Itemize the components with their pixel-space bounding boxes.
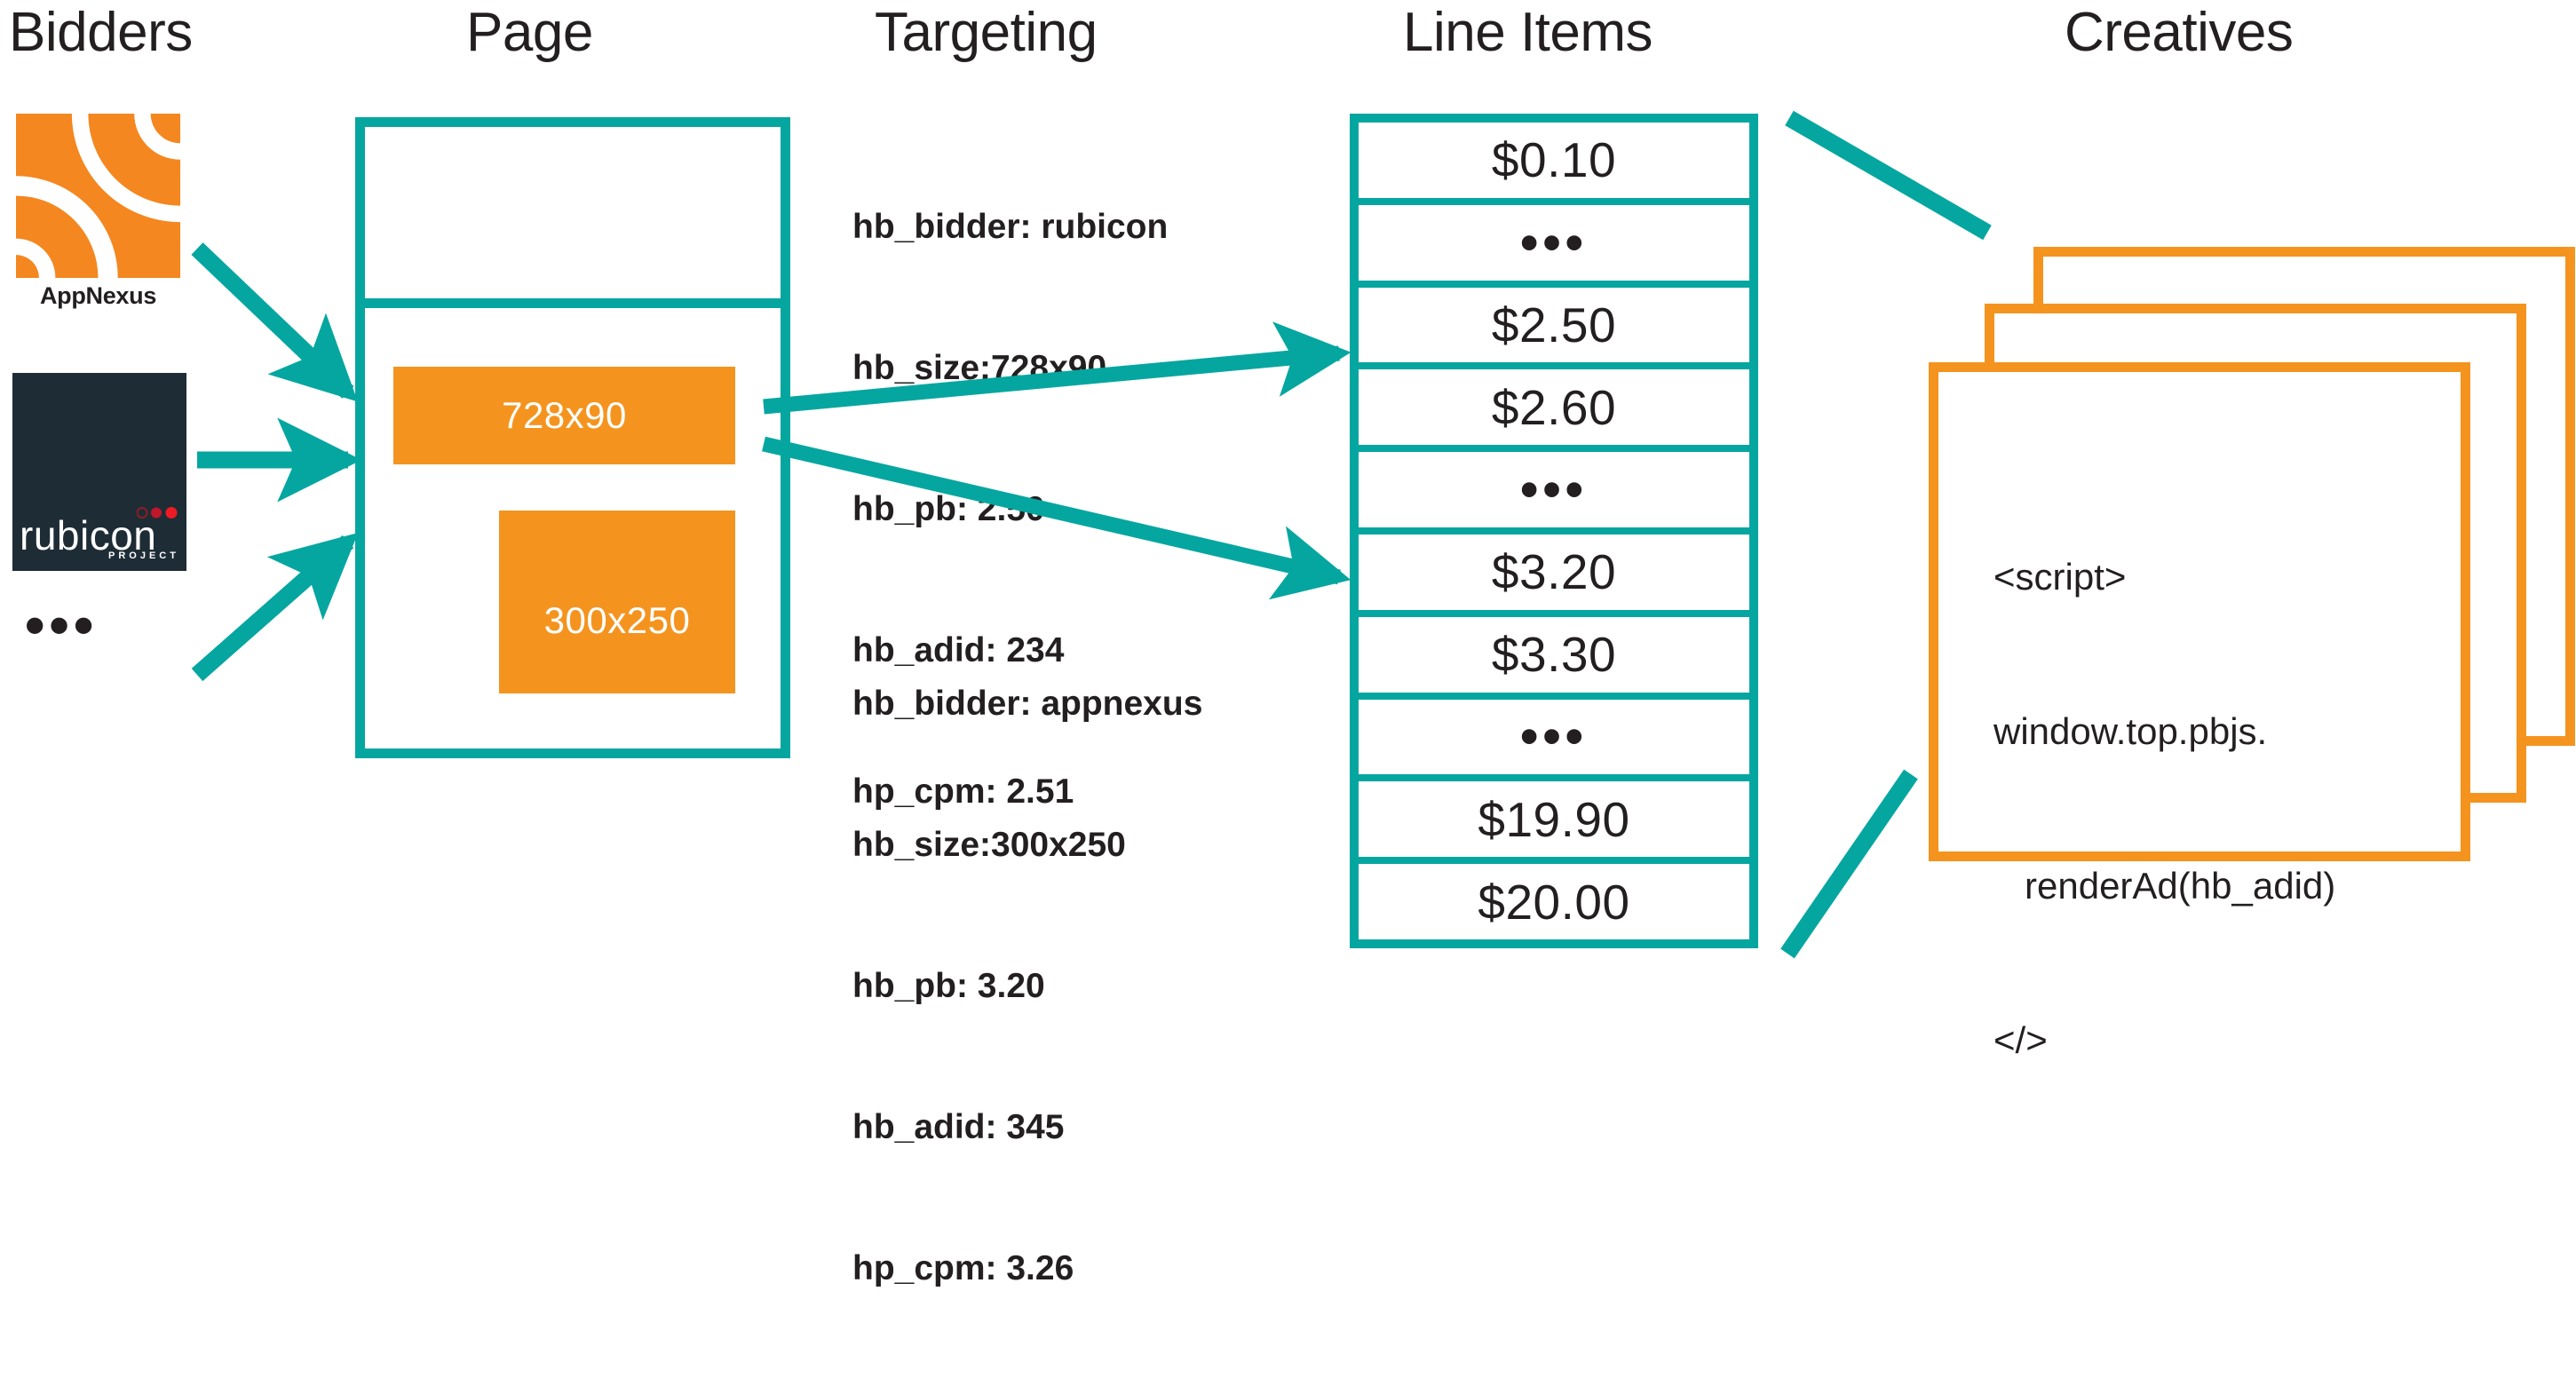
- column-header-targeting: Targeting: [875, 2, 1098, 63]
- line-item-row[interactable]: $19.90: [1359, 781, 1749, 865]
- rubicon-project-subtext: PROJECT: [108, 550, 179, 561]
- arrow-more-bidders-to-page: [191, 532, 359, 682]
- creative-code-line: window.top.pbjs.: [1993, 710, 2268, 752]
- column-header-bidders: Bidders: [9, 2, 193, 63]
- connector-lineitems-to-creatives-top: [1785, 110, 1992, 241]
- creative-code-line: renderAd(hb_adid): [1993, 865, 2336, 907]
- creative-script-snippet: <script> window.top.pbjs. renderAd(hb_ad…: [1993, 448, 2335, 1169]
- rubicon-project-logo-icon: rubicon PROJECT: [12, 373, 186, 571]
- line-items-table: $0.10 ••• $2.50 $2.60 ••• $3.20 $3.30 ••…: [1350, 114, 1758, 948]
- targeting-line: hp_cpm: 2.51: [852, 772, 1074, 811]
- rubicon-wordmark: rubicon: [20, 512, 157, 558]
- line-item-row[interactable]: $2.60: [1359, 369, 1749, 453]
- targeting-line: hp_cpm: 3.26: [852, 1249, 1074, 1287]
- bidders-more-indicator: •••: [25, 593, 99, 657]
- line-item-row[interactable]: $0.10: [1359, 123, 1749, 205]
- targeting-line: hb_adid: 345: [852, 1108, 1065, 1146]
- line-item-row: •••: [1359, 205, 1749, 288]
- targeting-line: hb_pb: 2.50: [852, 490, 1045, 528]
- column-header-page: Page: [466, 2, 593, 63]
- targeting-line: hb_size:300x250: [852, 826, 1126, 864]
- column-header-line-items: Line Items: [1403, 2, 1653, 63]
- creative-code-line: </>: [1993, 1019, 2048, 1061]
- targeting-line: hb_adid: 234: [852, 631, 1065, 669]
- appnexus-logo-icon: [16, 114, 180, 278]
- connector-lineitems-to-creatives-bottom: [1780, 769, 1918, 959]
- targeting-keyvalues-appnexus: hb_bidder: appnexus hb_size:300x250 hb_p…: [852, 586, 1202, 1386]
- diagram-canvas: Bidders Page Targeting Line Items Creati…: [9, 2, 2575, 1287]
- line-item-row[interactable]: $3.20: [1359, 535, 1749, 617]
- creative-card-front[interactable]: [1929, 362, 2470, 861]
- line-item-row: •••: [1359, 452, 1749, 535]
- line-item-row[interactable]: $20.00: [1478, 874, 1630, 930]
- column-header-creatives: Creatives: [2065, 2, 2294, 63]
- page-header-divider: [355, 298, 790, 308]
- ad-slot-leaderboard[interactable]: 728x90: [393, 367, 735, 464]
- ad-slot-medium-rectangle[interactable]: 300x250: [499, 511, 735, 693]
- targeting-line: hb_bidder: rubicon: [852, 208, 1169, 246]
- targeting-line: hb_size:728x90: [852, 349, 1107, 387]
- line-item-row: •••: [1359, 700, 1749, 782]
- line-item-row[interactable]: $3.30: [1359, 617, 1749, 700]
- appnexus-logo-wordmark: AppNexus: [39, 282, 157, 309]
- arrow-appnexus-to-page: [191, 242, 359, 402]
- line-item-row[interactable]: $2.50: [1359, 288, 1749, 370]
- targeting-line: hb_bidder: appnexus: [852, 685, 1203, 723]
- targeting-line: hb_pb: 3.20: [852, 967, 1045, 1005]
- creative-code-line: <script>: [1993, 556, 2127, 598]
